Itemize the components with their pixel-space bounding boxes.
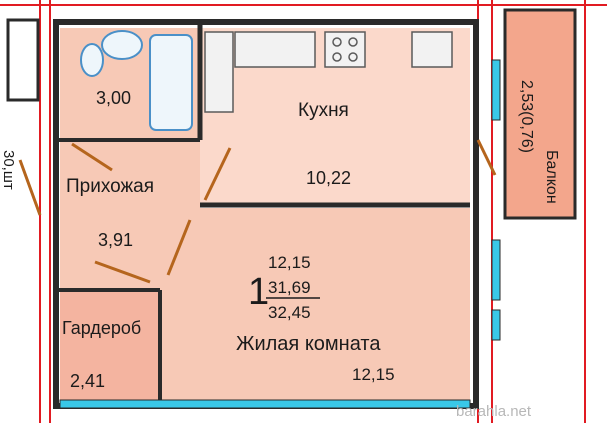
hallway-label: Прихожая (66, 176, 154, 197)
windows (59, 59, 501, 409)
balcony-floor (505, 10, 575, 218)
apartment-living-area: 12,15 (268, 253, 311, 272)
fridge-icon (411, 31, 453, 68)
apartment-total-area: 31,69 (268, 278, 311, 297)
balcony-area: 2,53(0,76) (518, 80, 535, 153)
bathtub-icon (149, 34, 193, 131)
kitchen-label: Кухня (298, 100, 349, 121)
cabinet-icon (234, 31, 316, 68)
living-floor (160, 208, 470, 402)
kitchen-fixtures (204, 31, 453, 113)
sink-icon (101, 30, 143, 60)
counter-icon (204, 31, 234, 113)
bathroom-fixtures (80, 30, 193, 131)
kitchen-area: 10,22 (306, 168, 351, 188)
door-swings (18, 139, 497, 284)
hallway-area: 3,91 (98, 230, 133, 250)
apartment-rooms-count: 1 (248, 271, 269, 313)
balcony-label: Балкон (543, 150, 560, 204)
wardrobe-area: 2,41 (70, 371, 105, 391)
watermark: barahla.net (456, 403, 532, 420)
shaft-label: 30,шт (0, 150, 17, 190)
walls (6, 8, 577, 409)
living-area: 12,15 (352, 365, 395, 384)
toilet-icon (80, 43, 104, 77)
wardrobe-label: Гардероб (62, 318, 141, 338)
wardrobe-floor (60, 290, 160, 402)
bathroom-area: 3,00 (96, 88, 131, 108)
living-label: Жилая комната (236, 333, 381, 355)
stove-icon (324, 31, 366, 68)
apartment-total-with-balcony: 32,45 (268, 303, 311, 322)
